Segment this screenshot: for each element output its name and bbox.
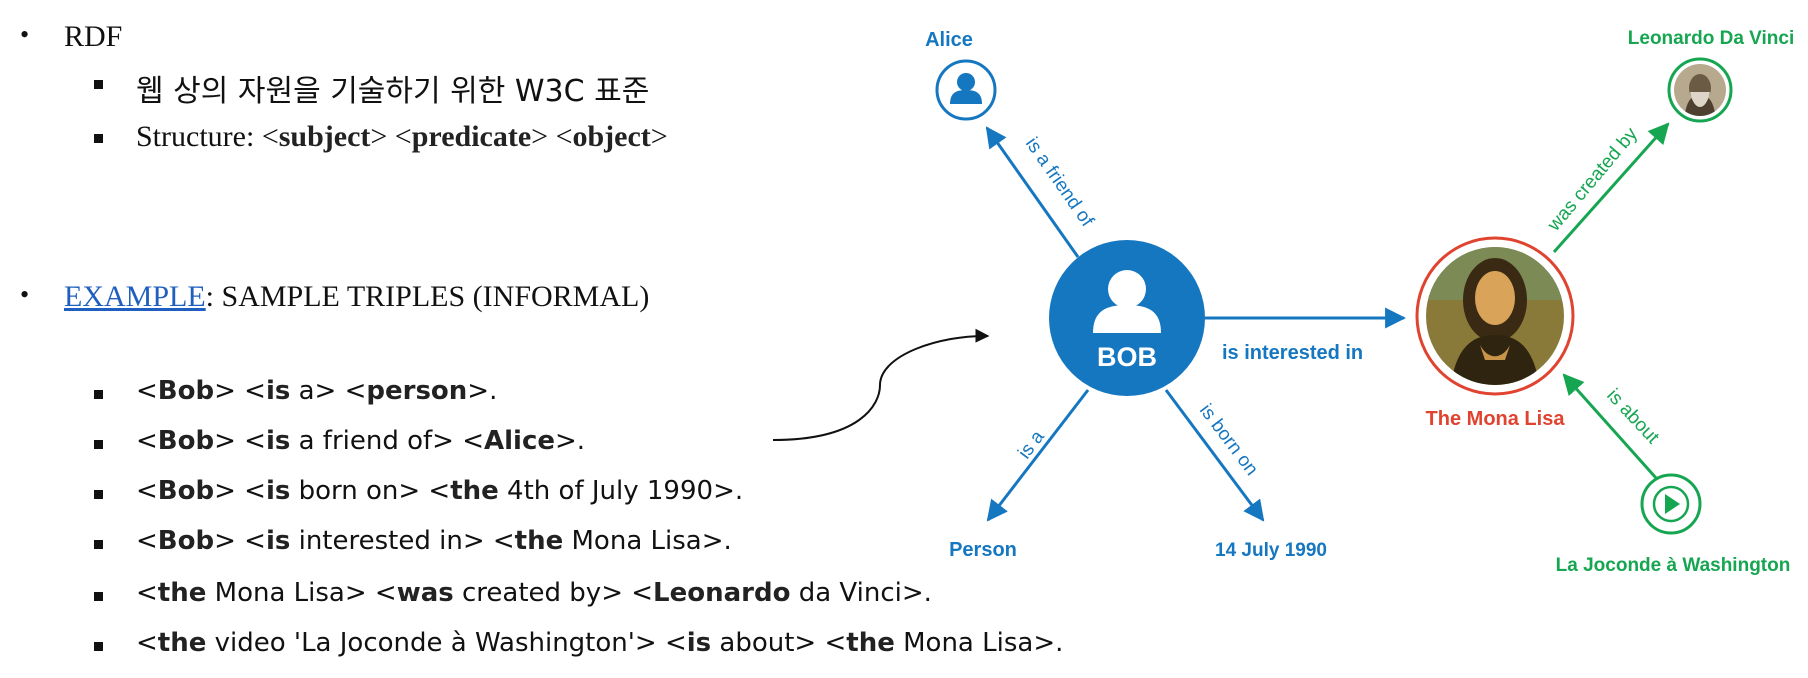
triple-predicate-text: a xyxy=(290,376,315,406)
triple-object-text: Mona Lisa xyxy=(563,526,702,556)
triple-subject-bold: Bob xyxy=(157,526,215,556)
triple-object-bold: the xyxy=(450,476,499,506)
square-bullet xyxy=(94,642,103,651)
example-link[interactable]: EXAMPLE xyxy=(64,280,206,313)
triple-predicate-bold: was xyxy=(396,578,454,608)
rdf-structure: Structure: <subject> <predicate> <object… xyxy=(94,120,668,154)
triple-subject-bold: the xyxy=(157,628,207,658)
triple-object-text: da Vinci xyxy=(790,578,902,608)
triple-object-bold: Leonardo xyxy=(653,578,791,608)
user-icon xyxy=(950,73,982,104)
triple-object-bold: Alice xyxy=(484,426,556,456)
triple-predicate-text: born on xyxy=(290,476,399,506)
node-bob-label: BOB xyxy=(1097,342,1157,372)
triple-object-bold: person xyxy=(366,376,468,406)
edge-born xyxy=(1164,389,1265,522)
edge-label-born: is born on xyxy=(1195,400,1262,479)
rdf-definition-text: 웹 상의 자원을 기술하기 위한 W3C 표준 xyxy=(136,74,650,109)
pointer-curve-arrow xyxy=(772,328,990,441)
triple-subject-text: video 'La Joconde à Washington' xyxy=(206,628,635,658)
square-bullet xyxy=(94,440,103,449)
node-alice-label: Alice xyxy=(925,29,973,51)
triple-item: <Bob> <is born on> <the 4th of July 1990… xyxy=(94,476,743,506)
triple-item: <the Mona Lisa> <was created by> <Leonar… xyxy=(94,578,932,608)
triple-subject-text: Mona Lisa xyxy=(206,578,345,608)
play-icon xyxy=(1652,485,1690,523)
square-bullet xyxy=(94,592,103,601)
triple-subject-bold: Bob xyxy=(157,376,215,406)
triple-subject-bold: Bob xyxy=(157,476,215,506)
triple-predicate-text: created by xyxy=(453,578,602,608)
edge-label-friend: is a friend of xyxy=(1021,134,1098,231)
edge-label-interested: is interested in xyxy=(1222,342,1363,364)
triple-item: <the video 'La Joconde à Washington'> <i… xyxy=(94,628,1063,658)
bullet-dot: • xyxy=(20,280,30,309)
edge-label-isa: is a xyxy=(1014,426,1049,463)
triple-item: <Bob> <is a friend of> <Alice>. xyxy=(94,426,585,456)
triple-predicate-text: a friend of xyxy=(290,426,433,456)
structure-predicate: predicate xyxy=(411,120,532,153)
rdf-title: RDF xyxy=(64,20,123,53)
edge-about xyxy=(1562,373,1658,479)
user-icon xyxy=(1093,270,1161,333)
triple-predicate-text: interested in xyxy=(290,526,463,556)
edge-created xyxy=(1552,122,1670,253)
node-video: La Joconde à Washington xyxy=(1556,473,1791,576)
triple-predicate-bold: is xyxy=(686,628,712,658)
edge-label-about: is about xyxy=(1602,385,1663,449)
triple-object-bold: the xyxy=(514,526,564,556)
triple-item: <Bob> <is interested in> <the Mona Lisa>… xyxy=(94,526,732,556)
mona-lisa-portrait xyxy=(1426,247,1564,385)
node-mona-label: The Mona Lisa xyxy=(1426,408,1566,430)
triple-object-text: 4th of July 1990 xyxy=(498,476,714,506)
node-date-label: 14 July 1990 xyxy=(1215,540,1327,561)
edge-friend xyxy=(985,126,1080,258)
node-alice: Alice xyxy=(925,29,997,121)
triple-item: <Bob> <is a> <person>. xyxy=(94,376,497,406)
node-bob: BOB xyxy=(1049,240,1205,396)
triple-object-text: Mona Lisa xyxy=(894,628,1034,658)
triple-predicate-text: about xyxy=(711,628,795,658)
structure-prefix: Structure: xyxy=(136,120,262,153)
triple-subject-bold: the xyxy=(157,578,207,608)
bullet-dot: • xyxy=(20,20,30,49)
structure-subject: subject xyxy=(278,120,371,153)
edge-isa xyxy=(986,389,1090,522)
triple-subject-bold: Bob xyxy=(157,426,215,456)
square-bullet xyxy=(94,80,103,89)
node-person-label: Person xyxy=(949,539,1017,561)
triple-predicate-bold: is xyxy=(265,476,291,506)
node-leonardo-label: Leonardo Da Vinci xyxy=(1628,28,1794,49)
square-bullet xyxy=(94,390,103,399)
edge-label-created: was created by xyxy=(1543,123,1642,236)
node-leonardo: Leonardo Da Vinci xyxy=(1628,28,1794,123)
node-video-label: La Joconde à Washington xyxy=(1556,555,1791,576)
triple-predicate-bold: is xyxy=(265,426,291,456)
structure-object: object xyxy=(572,120,651,153)
square-bullet xyxy=(94,490,103,499)
leonardo-portrait xyxy=(1674,64,1726,116)
rdf-definition: 웹 상의 자원을 기술하기 위한 W3C 표준 xyxy=(94,66,650,110)
triple-predicate-bold: is xyxy=(265,376,291,406)
triple-object-bold: the xyxy=(846,628,895,658)
square-bullet xyxy=(94,134,103,143)
example-heading: • EXAMPLE: SAMPLE TRIPLES (INFORMAL) xyxy=(20,280,650,314)
rdf-heading: • RDF xyxy=(20,20,123,54)
node-mona-lisa: The Mona Lisa xyxy=(1415,236,1575,430)
triple-predicate-bold: is xyxy=(265,526,291,556)
example-heading-rest: : SAMPLE TRIPLES (INFORMAL) xyxy=(205,280,650,313)
square-bullet xyxy=(94,540,103,549)
